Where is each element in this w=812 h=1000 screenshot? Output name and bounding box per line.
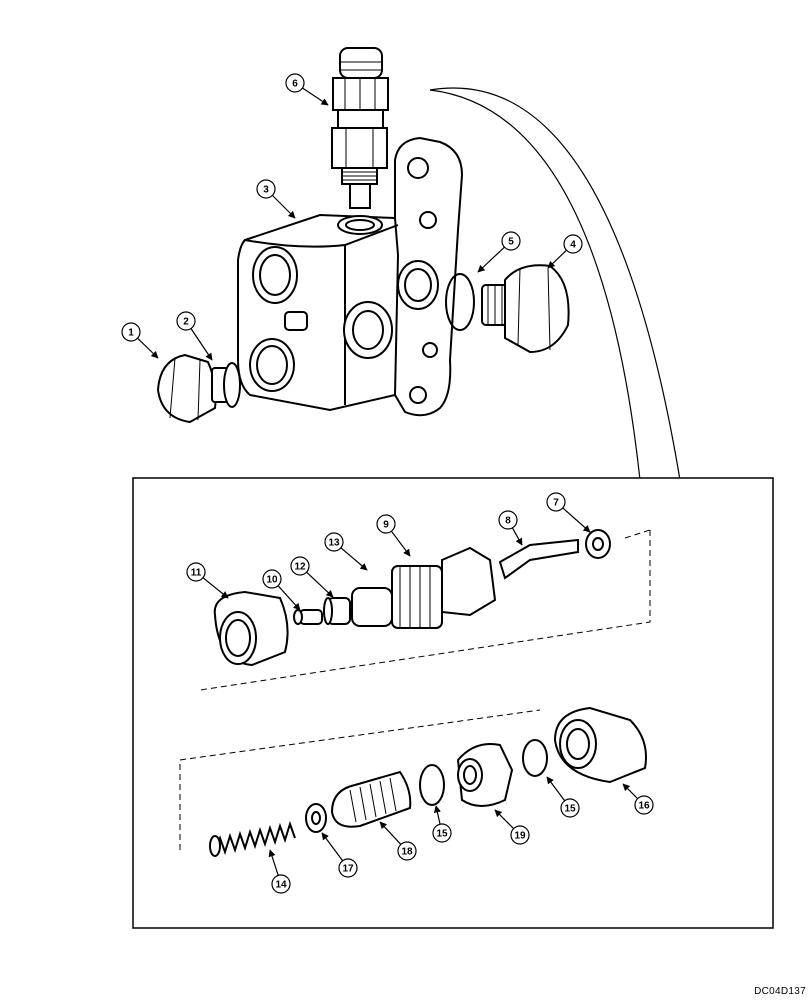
callout-circle-15 [432,823,452,843]
callout-leader-10 [277,585,301,611]
poppet-10 [293,609,323,625]
pin-8 [498,538,579,580]
callout-label: 6 [292,79,298,90]
detail-frame [132,477,774,929]
callout-leader-7 [562,507,591,533]
detail-callout-curve-inner [429,89,641,481]
callout-circle-17 [338,858,358,878]
callout-circle-8 [498,510,518,530]
callout-leader-4 [547,249,567,269]
assembly-line-lower [179,709,541,850]
callout-leader-1 [137,337,159,359]
plug-right [481,264,570,354]
callout-circle-6 [285,73,305,93]
callout-circle-12 [290,556,310,576]
o-ring-right [445,273,475,331]
end-cap-16 [553,706,647,784]
spring-14 [209,820,296,857]
adjuster-18 [330,770,412,828]
callout-circle-2 [176,311,196,331]
callout-circle-3 [256,179,276,199]
callout-label: 4 [570,240,576,251]
callout-label: 10 [266,575,278,586]
callout-label: 19 [514,831,526,842]
callout-leader-16 [622,783,639,800]
callout-leader-17 [321,832,344,862]
callout-label: 1 [128,328,134,339]
callout-circle-19 [510,825,530,845]
seat-12 [323,597,351,625]
callout-label: 15 [436,829,448,840]
callout-leader-11 [202,577,229,599]
callout-label: 11 [191,568,202,579]
callout-circle-10 [262,569,282,589]
o-ring-15-left [419,764,445,806]
callout-label: 2 [183,317,189,328]
washer-17 [305,803,327,833]
callout-label: 17 [342,864,354,875]
callout-leader-15 [433,805,441,825]
callout-circle-14 [271,874,291,894]
callout-label: 15 [564,804,576,815]
callout-leader-13 [340,547,368,571]
callout-label: 18 [401,847,413,858]
callout-leader-12 [306,571,334,598]
callout-leader-8 [511,527,523,546]
callout-leader-14 [268,849,279,876]
callout-leader-2 [190,328,213,361]
callout-label: 14 [275,880,287,891]
callout-label: 8 [505,516,511,527]
valve-body [237,136,464,417]
callout-leader-9 [390,530,411,557]
relief-valve-cartridge [331,47,389,209]
callout-circle-5 [501,231,521,251]
callout-label: 12 [294,562,306,573]
cartridge-body-9 [351,546,497,629]
callout-leader-6 [302,87,329,106]
drawing-reference-code: DC04D137 [754,986,806,997]
callout-leader-18 [379,821,402,845]
callout-circle-7 [546,492,566,512]
callout-label: 3 [263,185,269,196]
callout-circle-9 [376,514,396,534]
callout-circle-11 [186,562,206,582]
callout-circle-1 [121,322,141,342]
callout-label: 16 [638,801,650,812]
callout-circle-15 [560,798,580,818]
callout-leader-5 [477,246,505,273]
callout-label: 13 [328,538,340,549]
callout-label: 9 [383,520,389,531]
callout-label: 5 [508,237,514,248]
detail-callout-curve [429,87,681,481]
callout-circle-16 [634,795,654,815]
nut-19 [456,743,514,807]
plug-left [156,353,229,424]
callout-leader-15 [546,776,566,802]
washer-left [223,362,241,408]
callout-leader-19 [494,809,515,830]
callout-leader-3 [271,194,296,219]
ring-7 [585,529,611,559]
callout-circle-4 [563,234,583,254]
assembly-line-upper-top [624,529,651,539]
callout-circle-18 [397,841,417,861]
callout-label: 7 [553,498,559,509]
callout-circle-13 [324,532,344,552]
assembly-line-upper [199,530,651,691]
o-ring-15-right [522,739,548,777]
cap-11 [213,590,289,667]
